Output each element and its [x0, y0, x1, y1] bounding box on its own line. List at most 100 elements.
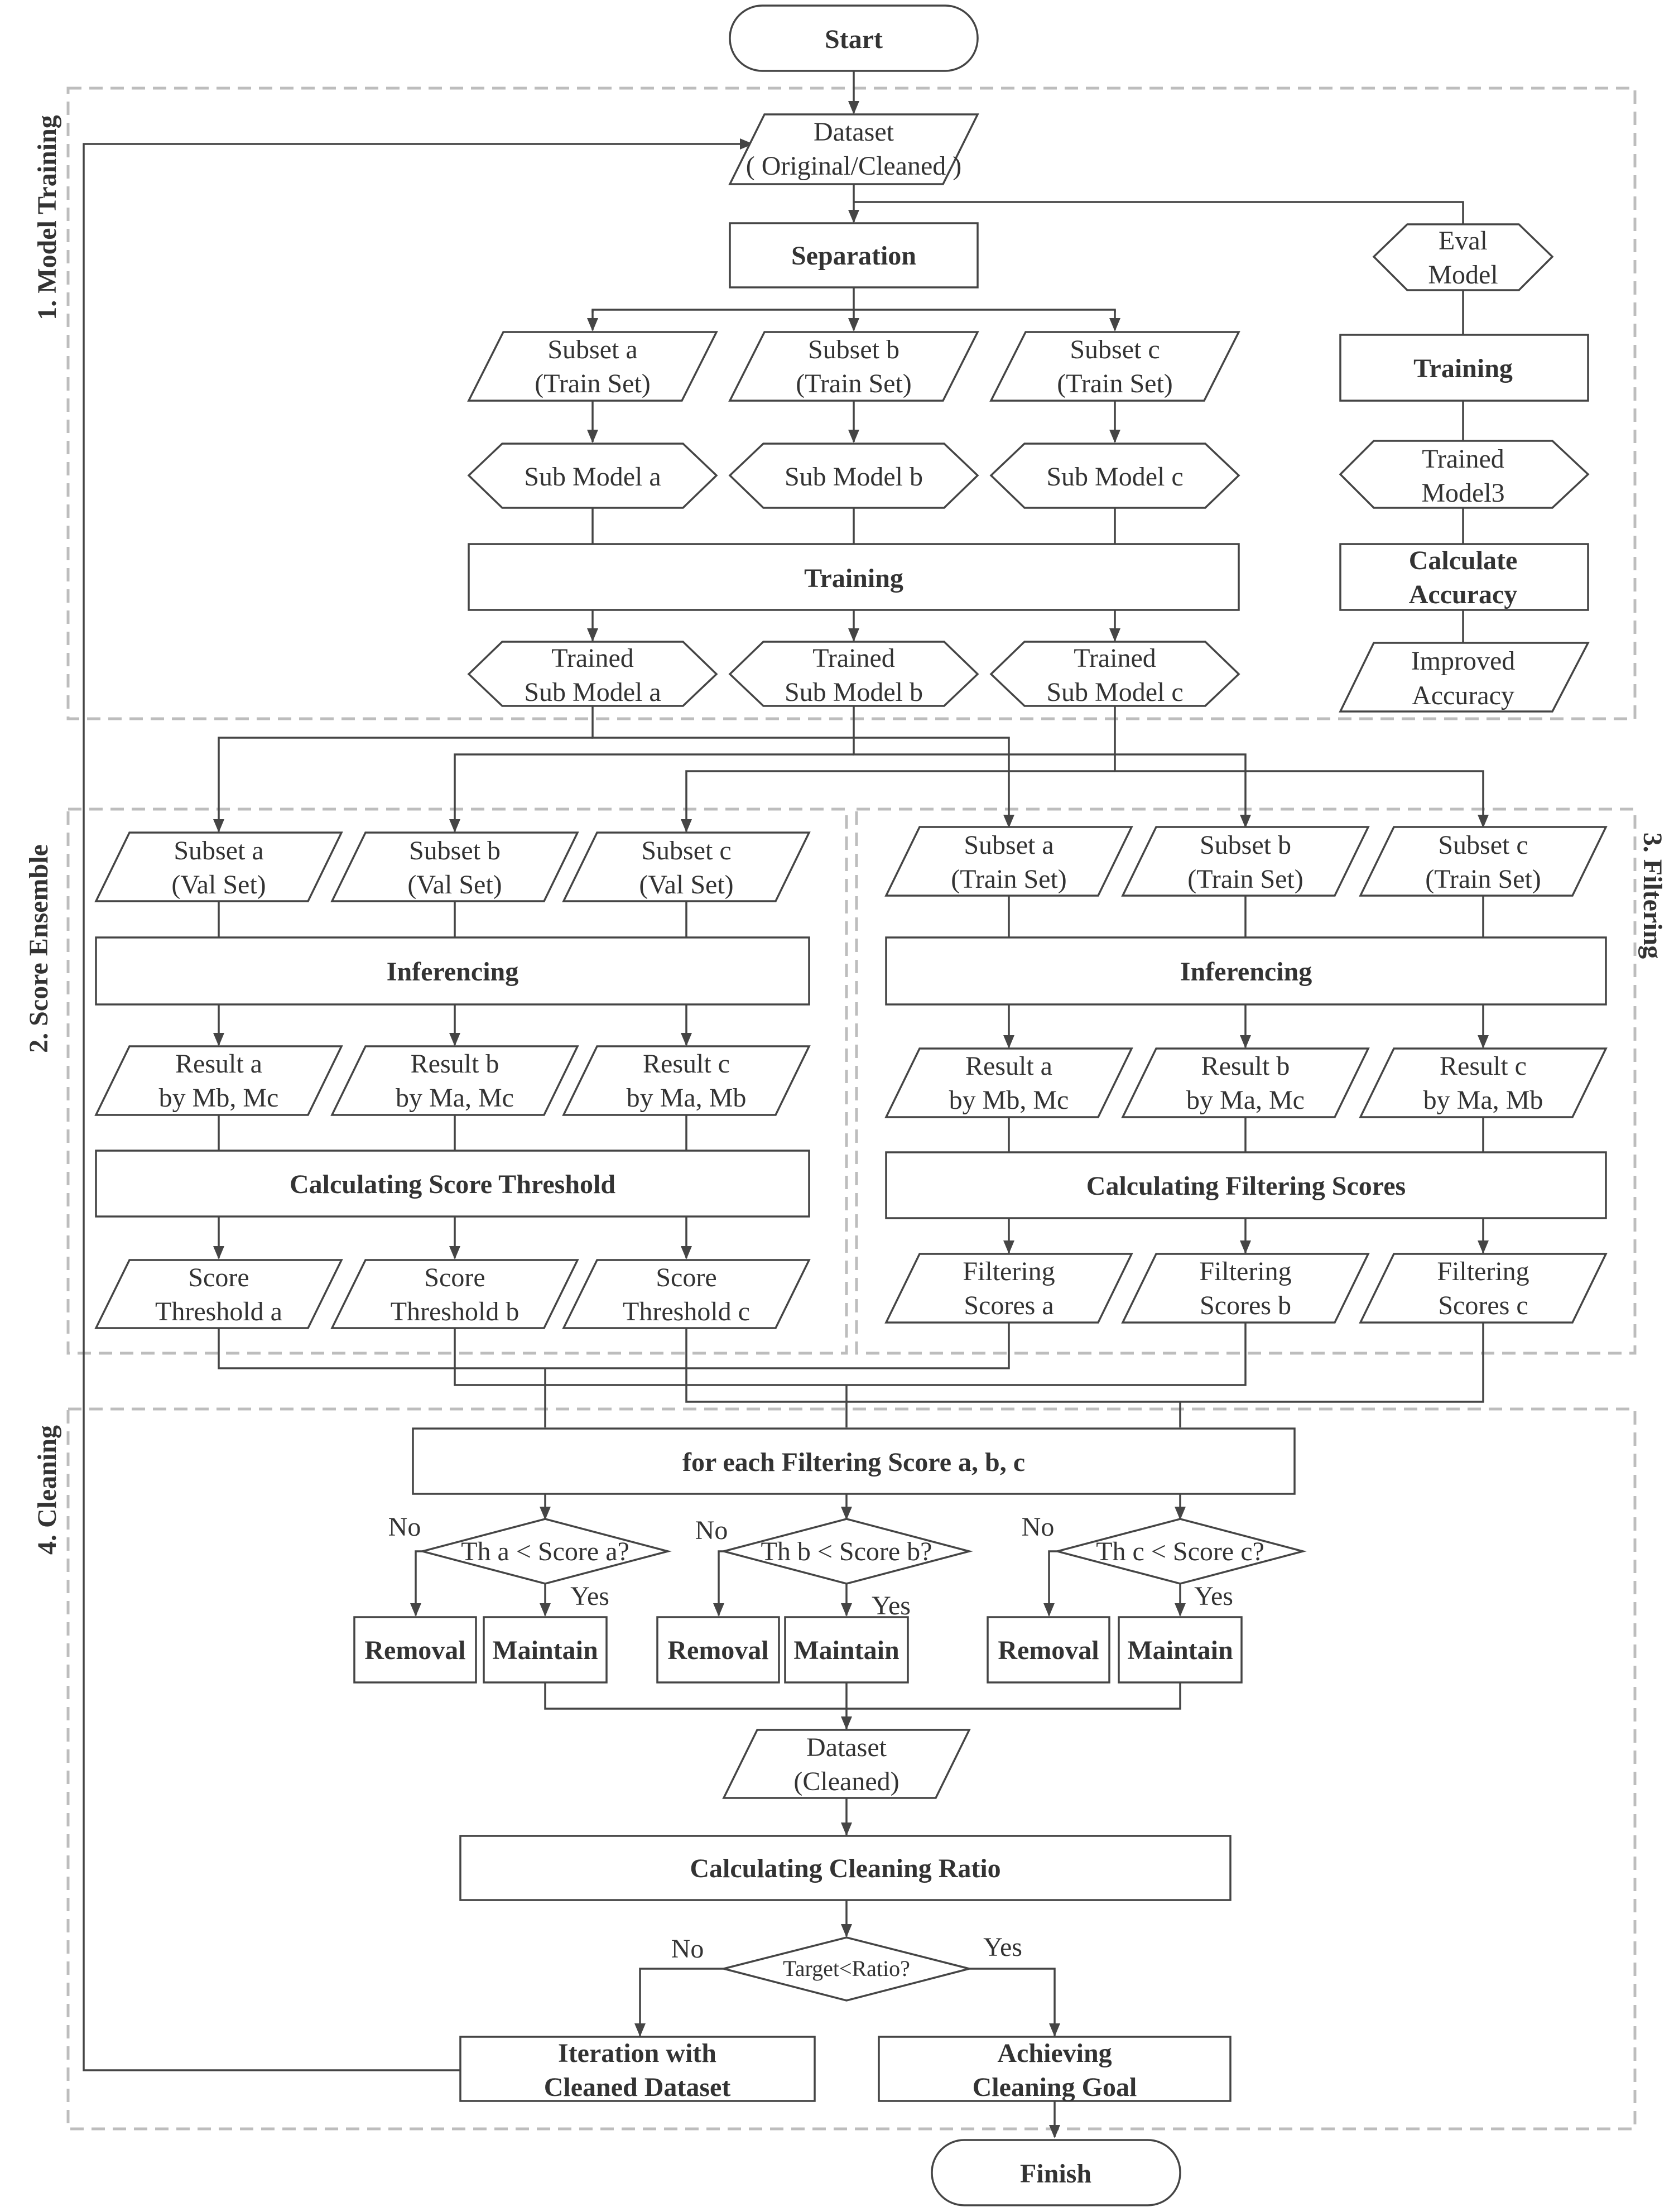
score-threshold-a: Score Threshold a [94, 1259, 343, 1329]
filtering-scores-a-line1: Filtering [963, 1257, 1055, 1286]
for-each-label: for each Filtering Score a, b, c [682, 1448, 1025, 1477]
dataset-label-line1: Dataset [814, 117, 894, 147]
score-threshold-a-line2: Threshold a [155, 1297, 282, 1326]
score-threshold-b-line1: Score [424, 1263, 485, 1292]
removal-b: Removal [656, 1616, 780, 1684]
sub-model-c: Sub Model c [989, 443, 1240, 509]
result-right-b-line2: by Ma, Mc [1186, 1085, 1305, 1115]
result-right-a-line1: Result a [965, 1051, 1052, 1081]
region-model-training [66, 86, 1637, 720]
sub-model-a: Sub Model a [467, 443, 718, 509]
removal-c: Removal [987, 1616, 1110, 1684]
filter-train-subset-a-line2: (Train Set) [951, 864, 1067, 894]
decision-b-label: Th b < Score b? [761, 1537, 932, 1566]
section-label-filtering: 3. Filtering [1638, 833, 1667, 959]
filtering-scores-b: Filtering Scores b [1121, 1253, 1370, 1324]
decision-c: Th c < Score c? [1054, 1518, 1307, 1585]
inferencing-left: Inferencing [95, 936, 810, 1006]
eval-model-line2: Model [1428, 260, 1498, 290]
eval-model-line1: Eval [1439, 226, 1488, 256]
target-decision: Target<Ratio? [723, 1936, 970, 2002]
finish-node: Finish [931, 2139, 1181, 2206]
dataset-cleaned-line1: Dataset [806, 1733, 887, 1762]
val-subset-b: Subset b (Val Set) [330, 831, 579, 902]
filter-train-subset-b-line1: Subset b [1200, 830, 1291, 860]
iteration-line2: Cleaned Dataset [544, 2072, 731, 2102]
result-left-b: Result b by Ma, Mc [330, 1045, 579, 1116]
section-label-cleaning: 4. Cleaning [32, 1425, 62, 1555]
removal-c-label: Removal [998, 1636, 1099, 1665]
calculating-score-threshold: Calculating Score Threshold [95, 1150, 810, 1218]
calculating-filtering-scores: Calculating Filtering Scores [885, 1151, 1607, 1219]
score-threshold-c-line1: Score [656, 1263, 716, 1292]
filtering-scores-c-line1: Filtering [1437, 1257, 1529, 1286]
sub-model-a-label: Sub Model a [524, 462, 661, 492]
val-subset-c-line2: (Val Set) [639, 870, 733, 900]
calculating-cleaning-ratio: Calculating Cleaning Ratio [459, 1835, 1232, 1901]
train-subset-b-line1: Subset b [808, 335, 899, 364]
inferencing-right-label: Inferencing [1180, 957, 1312, 987]
filter-train-subset-c: Subset c (Train Set) [1359, 826, 1608, 897]
filtering-scores-a: Filtering Scores a [884, 1253, 1133, 1324]
result-left-a: Result a by Mb, Mc [94, 1045, 343, 1116]
calculating-filtering-scores-label: Calculating Filtering Scores [1086, 1171, 1406, 1201]
train-subset-b-line2: (Train Set) [796, 369, 912, 398]
val-subset-b-line1: Subset b [409, 836, 501, 865]
dataset-cleaned: Dataset (Cleaned) [722, 1729, 971, 1799]
filter-train-subset-c-line1: Subset c [1438, 830, 1528, 860]
filter-train-subset-b: Subset b (Train Set) [1121, 826, 1370, 897]
target-decision-label: Target<Ratio? [783, 1956, 910, 1981]
calculating-score-threshold-label: Calculating Score Threshold [290, 1170, 615, 1199]
filter-train-subset-c-line2: (Train Set) [1425, 864, 1541, 894]
calculate-accuracy-line1: Calculate [1409, 546, 1518, 575]
result-left-c: Result c by Ma, Mb [562, 1045, 811, 1116]
val-subset-a-line2: (Val Set) [171, 870, 266, 900]
improved-accuracy-line2: Accuracy [1412, 681, 1514, 710]
improved-accuracy-line1: Improved [1411, 646, 1516, 676]
trained-sub-model-c-line2: Sub Model c [1046, 677, 1183, 707]
decision-b-yes: Yes [872, 1591, 911, 1620]
achieving-line1: Achieving [997, 2038, 1112, 2068]
training-label: Training [804, 564, 903, 593]
decision-b: Th b < Score b? [720, 1518, 973, 1585]
removal-a: Removal [353, 1616, 477, 1684]
train-subset-c-line2: (Train Set) [1057, 369, 1173, 398]
sub-model-c-label: Sub Model c [1046, 462, 1183, 492]
dataset-input: Dataset ( Original/Cleaned ) [728, 113, 979, 185]
maintain-b: Maintain [784, 1616, 909, 1684]
filtering-scores-c-line2: Scores c [1438, 1291, 1528, 1320]
trained-sub-model-c-line1: Trained [1074, 643, 1156, 673]
filtering-scores-c: Filtering Scores c [1359, 1253, 1608, 1324]
score-threshold-b: Score Threshold b [330, 1259, 579, 1329]
filter-train-subset-b-line2: (Train Set) [1187, 864, 1303, 894]
decision-c-label: Th c < Score c? [1096, 1537, 1264, 1566]
train-subset-a-line2: (Train Set) [535, 369, 651, 398]
inferencing-left-label: Inferencing [387, 957, 518, 987]
region-score-ensemble [66, 807, 848, 1355]
dataset-cleaned-line2: (Cleaned) [793, 1767, 899, 1796]
removal-b-label: Removal [667, 1636, 768, 1665]
result-left-b-line1: Result b [411, 1049, 499, 1079]
trained-sub-model-b-line1: Trained [812, 643, 895, 673]
filter-train-subset-a: Subset a (Train Set) [884, 826, 1133, 897]
decision-c-yes: Yes [1194, 1581, 1233, 1611]
eval-training: Training [1339, 334, 1589, 402]
score-threshold-c-line2: Threshold c [623, 1297, 750, 1326]
section-label-ensemble: 2. Score Ensemble [24, 844, 54, 1053]
val-subset-a-line1: Subset a [174, 836, 263, 865]
val-subset-c: Subset c (Val Set) [562, 831, 811, 902]
finish-label: Finish [1020, 2159, 1091, 2189]
result-right-c: Result c by Ma, Mb [1359, 1047, 1608, 1118]
filtering-scores-b-line1: Filtering [1199, 1257, 1291, 1286]
trained-model3-line1: Trained [1422, 444, 1504, 474]
val-subset-a: Subset a (Val Set) [94, 831, 343, 902]
train-subset-a: Subset a (Train Set) [467, 331, 718, 402]
train-subset-a-line1: Subset a [547, 335, 637, 364]
decision-c-no: No [1022, 1512, 1055, 1542]
maintain-b-label: Maintain [793, 1636, 899, 1665]
score-threshold-c: Score Threshold c [562, 1259, 811, 1329]
section-label-training: 1. Model Training [32, 115, 62, 320]
trained-model3: Trained Model3 [1339, 440, 1590, 509]
maintain-a: Maintain [483, 1616, 608, 1684]
